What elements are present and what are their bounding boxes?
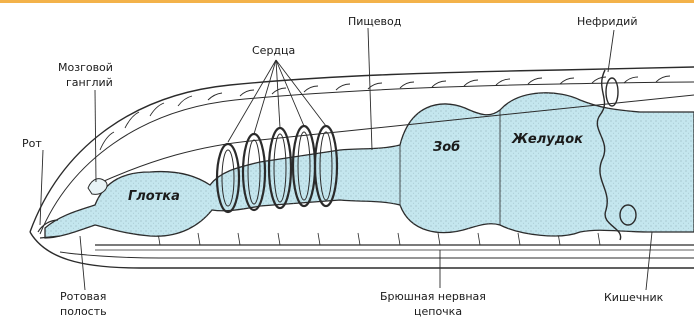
label-oral-cavity-line1: Ротовая xyxy=(60,290,106,303)
label-esophagus: Пищевод xyxy=(348,15,401,28)
body-ventral-inner xyxy=(60,252,694,258)
label-intestine: Кишечник xyxy=(604,291,663,304)
label-nephridium: Нефридий xyxy=(577,15,637,28)
label-brain-ganglion-line1: Мозговой xyxy=(58,61,113,74)
label-crop: Зоб xyxy=(433,141,460,154)
label-pharynx: Глотка xyxy=(128,190,180,203)
label-nerve-cord-line2: цепочка xyxy=(414,305,462,318)
label-mouth: Рот xyxy=(22,137,42,150)
label-hearts: Сердца xyxy=(252,44,295,57)
label-brain-ganglion-line2: ганглий xyxy=(66,76,113,89)
label-gizzard: Желудок xyxy=(512,133,583,146)
label-oral-cavity-line2: полость xyxy=(60,305,107,318)
label-nerve-cord-line1: Брюшная нервная xyxy=(380,290,486,303)
